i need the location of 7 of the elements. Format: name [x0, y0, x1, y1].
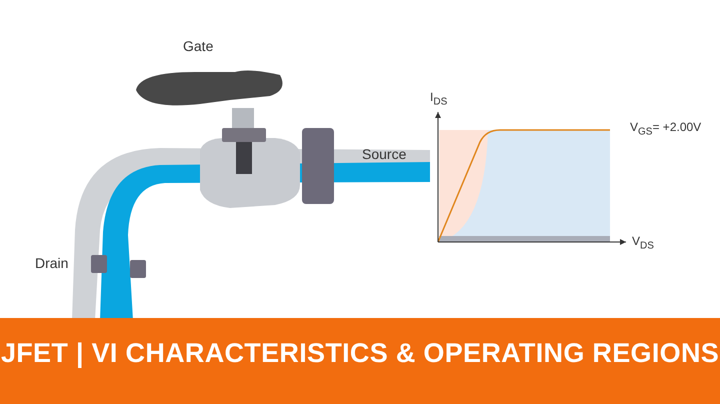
part-label: Drain [35, 255, 68, 271]
part-label: Source [362, 146, 406, 162]
axis-label: I$_{DS}$ [430, 90, 448, 108]
part-label: Gate [183, 38, 214, 54]
title-text: JFET | VI CHARACTERISTICS & OPERATING REGIONS [0, 338, 720, 369]
curve-label: V$_{GS}$= +2.00V [630, 120, 702, 138]
axis-label: V$_{DS}$ [632, 234, 654, 252]
